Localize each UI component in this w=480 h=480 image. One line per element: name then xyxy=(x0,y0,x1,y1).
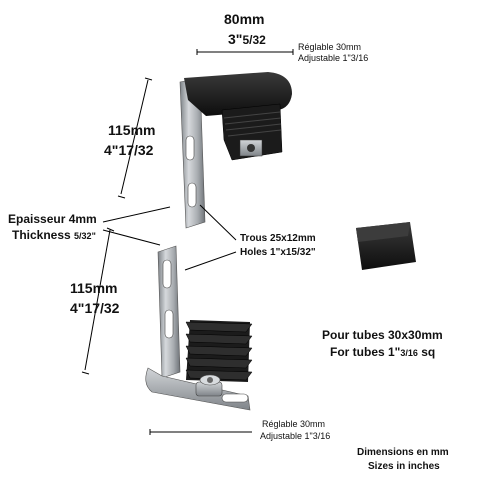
holes-pointers xyxy=(184,204,237,271)
tubes-fr: Pour tubes 30x30mm xyxy=(322,328,443,342)
top-adjust-en: Adjustable 1"3/16 xyxy=(298,53,369,63)
top-height-inch: 4"17/32 xyxy=(104,143,153,157)
units-fr: Dimensions en mm xyxy=(357,447,449,458)
thickness-en: Thickness 5/32" xyxy=(12,229,96,241)
bolt xyxy=(195,374,223,397)
top-width-inch: 3"5/32 xyxy=(228,32,266,46)
holes-en: Holes 1"x15/32" xyxy=(240,247,316,258)
thickness-fr: Epaisseur 4mm xyxy=(8,212,97,226)
bottom-height-inch: 4"17/32 xyxy=(70,301,119,315)
bottom-height-arrow xyxy=(81,227,115,375)
top-height-arrow xyxy=(117,77,153,199)
holes-fr: Trous 25x12mm xyxy=(240,233,316,244)
bottom-height-mm: 115mm xyxy=(70,280,118,296)
units-en: Sizes in inches xyxy=(368,461,440,472)
slot-hole xyxy=(221,393,249,403)
slot-hole xyxy=(187,182,197,208)
slot-hole xyxy=(162,259,172,289)
bottom-adjust-fr: Réglable 30mm xyxy=(262,419,326,429)
top-height-mm: 115mm xyxy=(108,122,156,138)
tubes-en: For tubes 1"3/16 sq xyxy=(330,346,435,358)
black-cap xyxy=(184,72,292,116)
top-height-inch-frac: 17/32 xyxy=(118,142,154,158)
bottom-adjust-line xyxy=(149,429,252,435)
loose-end-cap xyxy=(356,222,416,270)
thickness-en-label: Thickness xyxy=(12,228,71,242)
top-height-inch-whole: 4" xyxy=(104,142,119,158)
thickness-pointers xyxy=(102,206,171,246)
top-width-dimension xyxy=(196,49,294,55)
bottom-bracket xyxy=(145,245,253,411)
bottom-height-inch-frac: 17/32 xyxy=(84,300,120,316)
tubes-en-prefix: For tubes 1" xyxy=(330,345,401,359)
slot-hole xyxy=(164,309,174,339)
slot-hole xyxy=(185,135,195,161)
tubes-en-suffix: sq xyxy=(417,345,436,359)
top-adjust-fr: Réglable 30mm xyxy=(298,42,362,52)
top-width-inch-whole: 3" xyxy=(228,31,243,47)
bottom-adjust-en: Adjustable 1"3/16 xyxy=(260,431,331,441)
bottom-height-inch-whole: 4" xyxy=(70,300,85,316)
top-width-mm: 80mm xyxy=(224,11,265,27)
top-bracket xyxy=(179,72,292,229)
top-width-inch-frac: 5/32 xyxy=(242,33,266,47)
finned-insert xyxy=(185,320,253,382)
tubes-en-frac: 3/16 xyxy=(400,348,418,358)
thickness-en-frac: 5/32" xyxy=(74,231,96,241)
